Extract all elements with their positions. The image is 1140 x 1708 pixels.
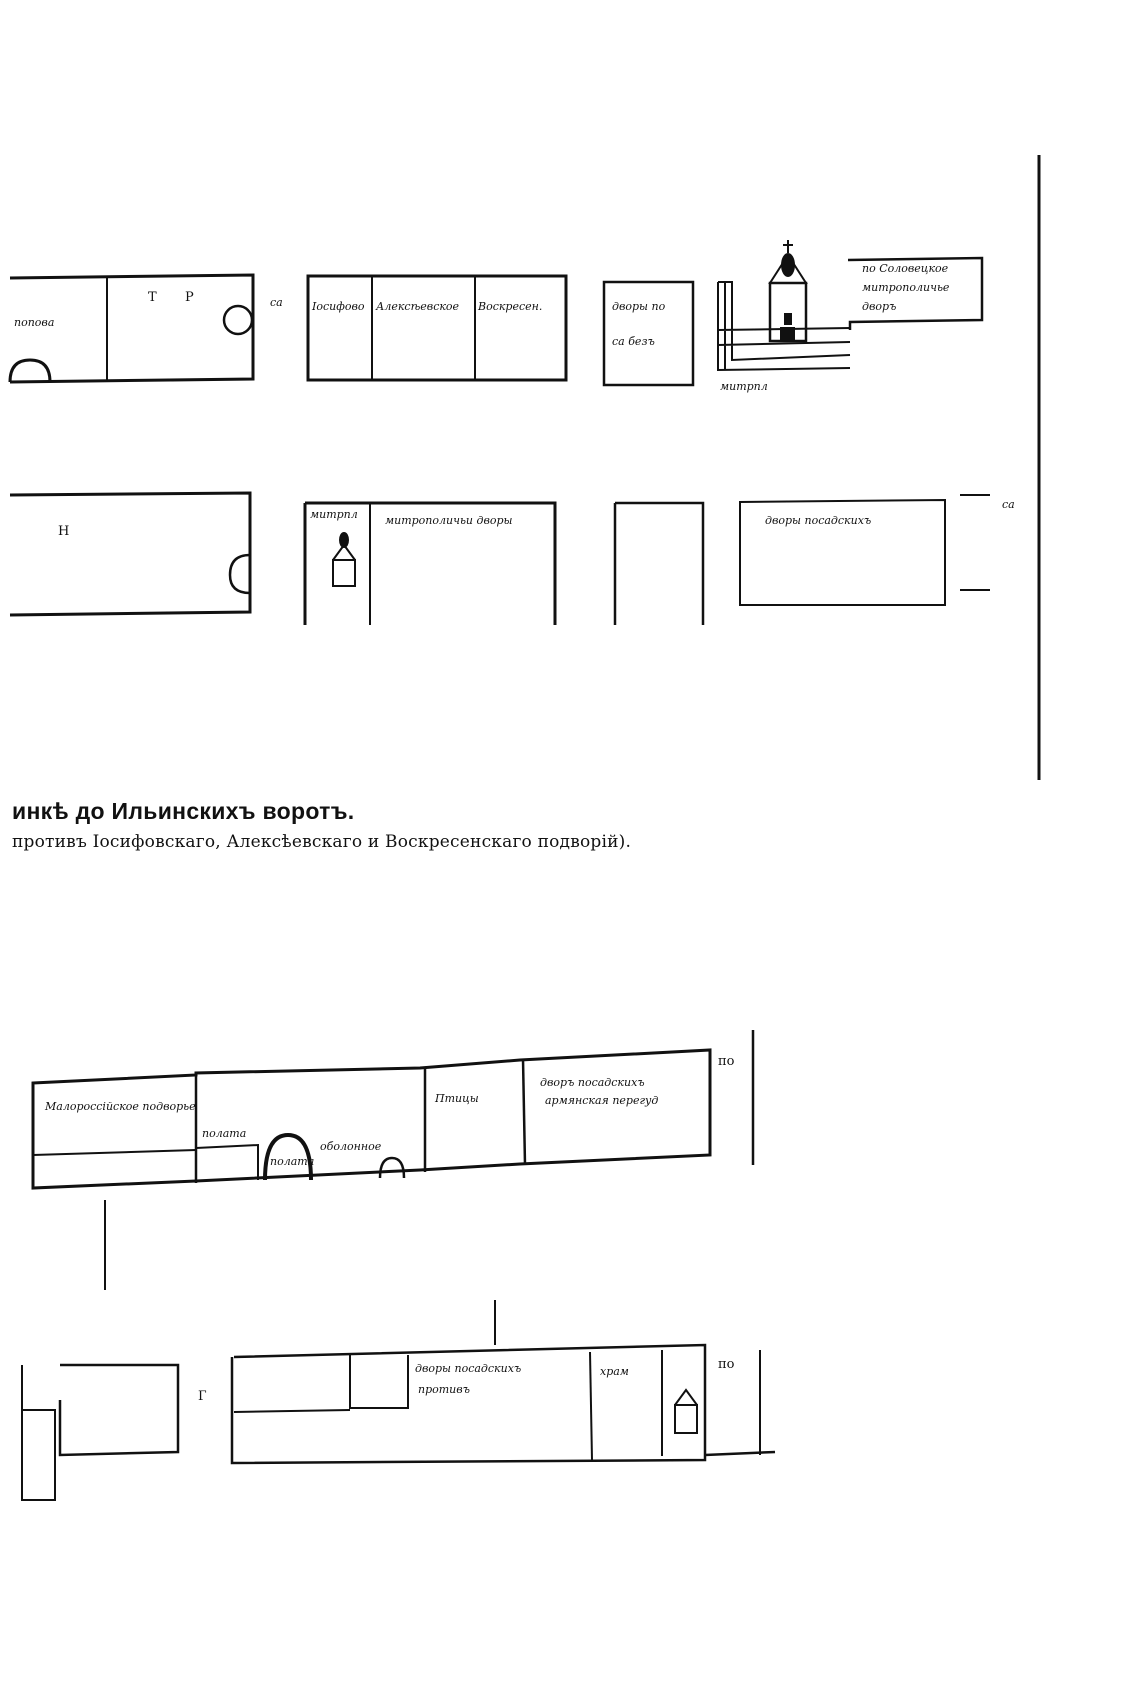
plan-bottom-row [21,1030,776,1501]
plan-label: дворы посадскихъ [415,1362,521,1375]
small-church-icon [332,532,356,587]
plan-label: по [718,1054,735,1069]
plan-label: по [718,1357,735,1372]
plan-label: митрпл [310,508,358,521]
plan-label: храм [600,1365,629,1378]
plan-block [9,491,252,617]
plan-label: Птицы [434,1092,479,1105]
plan-labels-bottom: Малороссійское подворье Птицы дворъ поса… [44,1054,735,1404]
plan-label: полата [270,1155,314,1168]
plan-labels-top: попова Т Р са Іосифово Алексѣевское Воск… [14,262,1015,539]
plan-block [306,274,568,382]
plan-label: Воскресен. [477,300,542,313]
plan-block [230,1343,707,1465]
plan-block [31,1048,712,1190]
plan-label: оболонное [320,1140,382,1153]
plan-label: са [270,296,283,309]
small-church-icon [674,1388,698,1434]
plan-label: Р [185,290,194,305]
plan-label: дворы посадскихъ [765,514,871,527]
plan-label: попова [14,316,54,329]
plan-block [602,280,695,387]
plan-label: митрополичье [862,281,950,294]
caption-subtitle: противъ Іосифовскаго, Алексѣевскаго и Во… [12,832,632,852]
plan-label: Н [58,524,69,539]
plan-label: са [1002,498,1015,511]
plan-top-row [8,155,1041,780]
plan-block [739,498,946,606]
plan-label: дворы по [612,300,666,313]
plan-label: Алексѣевское [375,300,460,313]
plan-label: противъ [418,1383,470,1396]
plan-label: митрополичьи дворы [385,514,513,527]
plan-label: Іосифово [311,300,365,313]
plan-label: дворъ посадскихъ [540,1076,645,1089]
fence [717,281,851,372]
caption-title: инкѣ до Ильинскихъ воротъ. [12,798,355,824]
plan-block [9,273,255,384]
plan-block [613,501,705,625]
plan-block [58,1363,180,1457]
plan-label: армянская перегуд [545,1094,658,1107]
plan-label: Малороссійское подворье [44,1100,196,1113]
plan-label: дворъ [862,300,896,313]
plan-block [847,256,984,330]
plan-label: митрпл [720,380,768,393]
plan-label: Г [198,1389,207,1404]
church-icon [768,240,808,343]
plan-label: полата [202,1127,246,1140]
plan-block [303,501,557,625]
plan-label: Т [148,290,157,305]
plan-label: са безъ [612,335,655,348]
plan-second-row [9,491,990,625]
plan-label: по Соловецкое [862,262,949,275]
